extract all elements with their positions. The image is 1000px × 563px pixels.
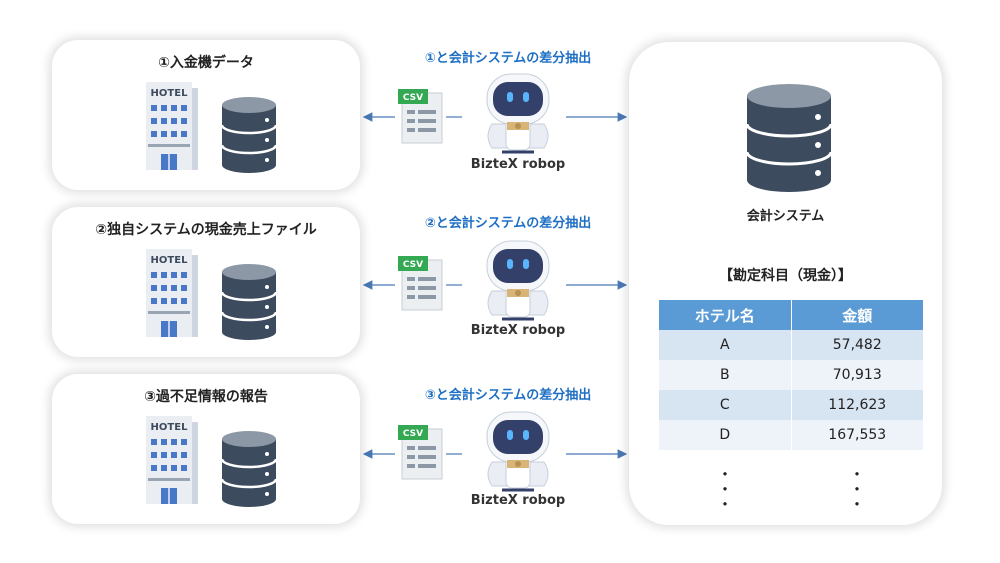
- column-header-hotel: ホテル名: [659, 300, 792, 330]
- continuation-dots-amount: ・・・: [848, 465, 865, 514]
- cell-amount: 167,553: [791, 420, 923, 450]
- csv-file-icon: CSV: [398, 256, 443, 311]
- robot-icon: [486, 240, 550, 321]
- hotel-building-icon: HOTEL: [146, 82, 198, 170]
- continuation-dots-hotel: ・・・: [716, 465, 733, 514]
- robot-label-2: BizteX robop: [470, 323, 566, 338]
- hotel-sign: HOTEL: [151, 255, 189, 266]
- accounting-system-card: 会計システム 【勘定科目（現金）】 ホテル名 金額 A 57,482 B 70,…: [629, 42, 942, 525]
- csv-label: CSV: [403, 93, 423, 103]
- table-row: A 57,482: [659, 330, 923, 360]
- hotel-building-icon: HOTEL: [146, 249, 198, 337]
- accounting-system-label: 会計システム: [746, 209, 825, 224]
- csv-file-icon: CSV: [398, 89, 443, 144]
- cell-hotel: B: [659, 360, 792, 390]
- account-table: ホテル名 金額 A 57,482 B 70,913 C 112,623 D 16…: [659, 300, 923, 450]
- cell-amount: 112,623: [791, 390, 923, 420]
- table-row: C 112,623: [659, 390, 923, 420]
- hotel-building-icon: HOTEL: [146, 416, 198, 504]
- table-row: D 167,553: [659, 420, 923, 450]
- csv-label: CSV: [403, 260, 423, 270]
- table-title: 【勘定科目（現金）】: [719, 268, 852, 284]
- source-card-3: ③過不足情報の報告 HOTEL: [52, 374, 360, 524]
- hotel-sign: HOTEL: [151, 88, 189, 99]
- cell-amount: 57,482: [791, 330, 923, 360]
- cell-hotel: C: [659, 390, 792, 420]
- table-row: B 70,913: [659, 360, 923, 390]
- database-icon: [220, 97, 278, 173]
- database-icon: [220, 431, 278, 507]
- csv-label: CSV: [403, 429, 423, 439]
- robot-icon: [486, 411, 550, 492]
- csv-file-icon: CSV: [398, 425, 443, 480]
- process-label-1: ①と会計システムの差分抽出: [424, 51, 592, 66]
- robot-label-3: BizteX robop: [470, 493, 566, 508]
- cell-amount: 70,913: [791, 360, 923, 390]
- process-label-3: ③と会計システムの差分抽出: [424, 388, 592, 403]
- robot-icon: [486, 73, 550, 154]
- column-header-amount: 金額: [791, 300, 923, 330]
- source-card-1: ①入金機データ HOTEL: [52, 40, 360, 190]
- robot-label-1: BizteX robop: [470, 157, 566, 172]
- cell-hotel: D: [659, 420, 792, 450]
- source-title: ①入金機データ: [158, 55, 254, 71]
- hotel-sign: HOTEL: [151, 422, 189, 433]
- database-icon: [745, 84, 833, 192]
- source-title: ③過不足情報の報告: [144, 389, 268, 405]
- cell-hotel: A: [659, 330, 792, 360]
- process-label-2: ②と会計システムの差分抽出: [424, 216, 592, 231]
- source-title: ②独自システムの現金売上ファイル: [95, 222, 317, 238]
- source-card-2: ②独自システムの現金売上ファイル HOTEL: [52, 207, 360, 357]
- database-icon: [220, 264, 278, 340]
- table-header-row: ホテル名 金額: [659, 300, 923, 330]
